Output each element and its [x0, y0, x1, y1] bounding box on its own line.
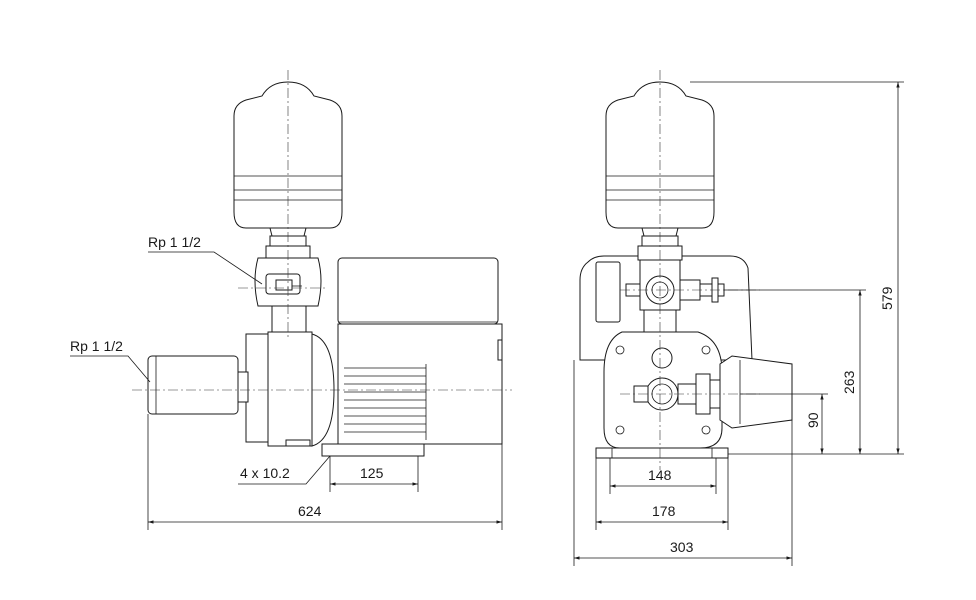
dimension-178: 178	[595, 458, 729, 530]
dimension-624-label: 624	[298, 503, 322, 519]
dimension-579-label: 579	[879, 286, 895, 310]
dimension-624: 624	[147, 414, 503, 530]
side-view: Rp 1 1/2 Rp 1 1/2 4 x 10.2 125 624	[70, 70, 512, 530]
lower-connection-label: Rp 1 1/2	[70, 338, 123, 354]
dimension-148-label: 148	[648, 467, 672, 483]
inlet-connection-side	[147, 355, 249, 415]
motor-end-front	[719, 355, 793, 429]
dimension-263: 263	[841, 290, 862, 454]
dimension-125: 125	[329, 456, 419, 492]
dimension-303: 303	[573, 360, 793, 566]
front-view: 148 178 303 90 263 579	[573, 70, 904, 566]
dimension-178-label: 178	[652, 503, 676, 519]
dimension-263-label: 263	[841, 370, 857, 394]
pump-body-front	[603, 331, 723, 449]
dimension-90: 90	[805, 394, 824, 454]
pump-housing-side	[245, 331, 335, 447]
cooling-fins	[344, 364, 427, 440]
dimension-125-label: 125	[360, 465, 384, 481]
mounting-holes-label: 4 x 10.2	[240, 465, 290, 481]
dimension-579: 579	[879, 82, 900, 454]
upper-connection-label: Rp 1 1/2	[148, 234, 201, 250]
motor-side	[321, 257, 503, 457]
base-front	[595, 447, 729, 459]
dimension-148: 148	[609, 458, 717, 494]
dimension-303-label: 303	[670, 539, 694, 555]
dimension-90-label: 90	[805, 412, 821, 428]
